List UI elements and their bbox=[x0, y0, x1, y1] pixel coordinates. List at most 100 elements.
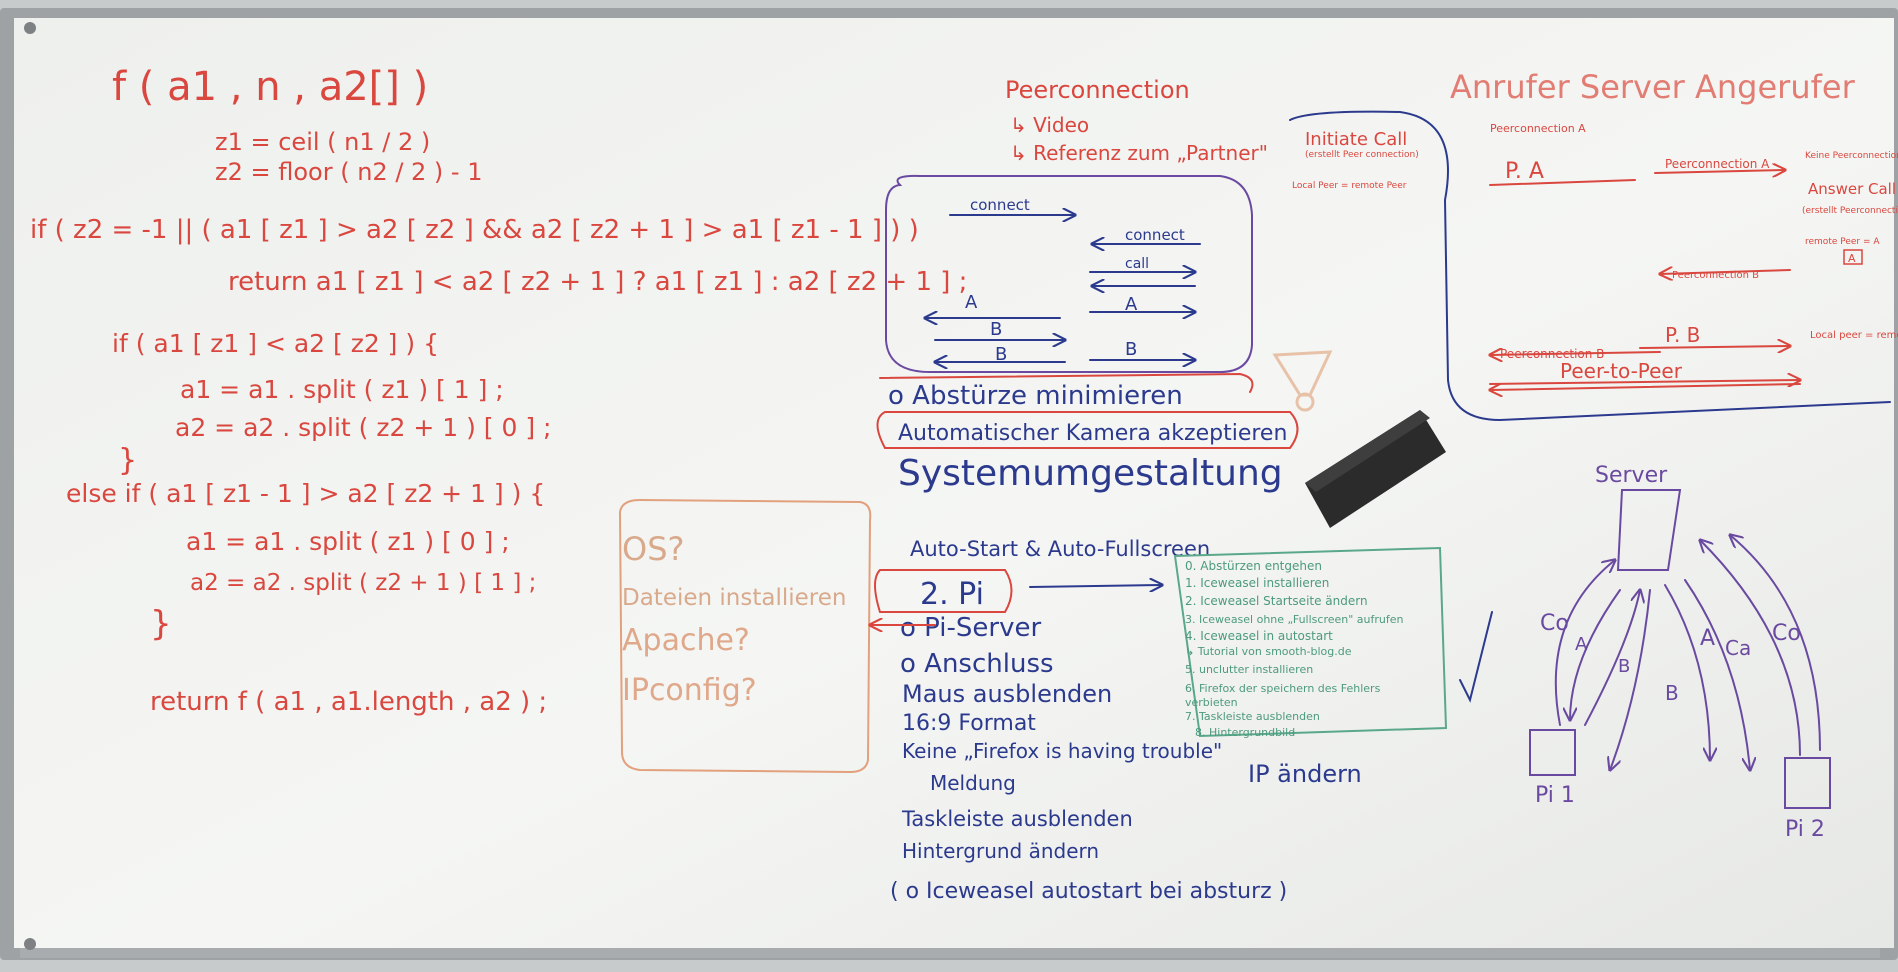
pi1-label: Pi 1 bbox=[1535, 783, 1575, 808]
signaling-pb: P. B bbox=[1665, 323, 1700, 347]
formula-split2: a2 = a2 . split ( z2 + 1 ) [ 0 ] ; bbox=[175, 413, 551, 442]
green-item-3: 3. Iceweasel ohne „Fullscreen" aufrufen bbox=[1185, 613, 1404, 626]
frame-corner-top-left bbox=[24, 22, 36, 34]
server-icon bbox=[1616, 489, 1682, 571]
todo-item-10: Meldung bbox=[930, 771, 1016, 795]
signaling-answer: Answer Call bbox=[1808, 180, 1896, 198]
todo-item-5: o Pi-Server bbox=[900, 613, 1041, 643]
server-co-left: Co bbox=[1540, 611, 1569, 636]
formula-z2: z2 = floor ( n2 / 2 ) - 1 bbox=[215, 158, 482, 186]
green-item-0: 0. Abstürzen entgehen bbox=[1185, 559, 1322, 573]
green-box-outline bbox=[1173, 546, 1448, 738]
formula-close1: } bbox=[118, 443, 137, 478]
os-item-2: Apache? bbox=[622, 623, 750, 658]
server-co-right: Co bbox=[1772, 621, 1801, 646]
formula-if-line: if ( z2 = -1 || ( a1 [ z1 ] > a2 [ z2 ] … bbox=[30, 215, 919, 245]
peerconnection-block: Peerconnection ↳ Video ↳ Referenz zum „P… bbox=[885, 76, 1268, 373]
todo-item-0: o Abstürze minimieren bbox=[888, 381, 1183, 411]
formula-split1: a1 = a1 . split ( z1 ) [ 1 ] ; bbox=[180, 375, 504, 404]
server-diagram: Server Pi 1 Pi 2 Co Co Ca A A B B bbox=[1529, 463, 1831, 842]
os-item-3: IPconfig? bbox=[622, 673, 757, 708]
signaling-initiate-sub: (erstellt Peer connection) bbox=[1305, 150, 1419, 160]
signaling-a-box-label: A bbox=[1848, 252, 1856, 265]
green-checklist: 0. Abstürzen entgehen 1. Iceweasel insta… bbox=[1173, 546, 1493, 788]
server-label: Server bbox=[1595, 463, 1668, 488]
todo-item-2: Systemumgestaltung bbox=[898, 453, 1283, 494]
signaling-pa: P. A bbox=[1505, 159, 1544, 184]
todo-highlight-oval bbox=[876, 411, 1299, 449]
todo-item-8: 16:9 Format bbox=[902, 711, 1036, 736]
todo-underline-1 bbox=[879, 372, 1254, 393]
pi2-icon bbox=[1784, 757, 1831, 809]
todo-item-1: Automatischer Kamera akzeptieren bbox=[898, 421, 1287, 446]
peer-sub1: ↳ Video bbox=[1010, 113, 1089, 137]
green-item-4: 4. Iceweasel in autostart bbox=[1185, 629, 1333, 643]
signaling-p2p: Peer-to-Peer bbox=[1560, 359, 1683, 383]
signaling-pc-a: Peerconnection A bbox=[1490, 122, 1586, 135]
green-item-2: 2. Iceweasel Startseite ändern bbox=[1185, 594, 1368, 608]
signaling-local: Local Peer = remote Peer bbox=[1292, 181, 1407, 191]
formula-if2: if ( a1 [ z1 ] < a2 [ z2 ] ) { bbox=[112, 329, 439, 358]
signaling-local2: Local peer = remote peer bbox=[1810, 330, 1898, 341]
server-ca: Ca bbox=[1725, 636, 1751, 660]
peer-connect2: connect bbox=[1125, 226, 1185, 244]
peer-b2: B bbox=[995, 344, 1007, 365]
server-a-left: A bbox=[1575, 634, 1588, 655]
green-item-8: verbieten bbox=[1185, 696, 1238, 709]
signaling-keine: Keine Peerconnection bbox=[1805, 151, 1898, 161]
signaling-remote: remote Peer = A bbox=[1805, 237, 1880, 247]
formula-split4: a2 = a2 . split ( z2 + 1 ) [ 1 ] ; bbox=[190, 570, 536, 596]
todo-item-4: 2. Pi bbox=[920, 577, 984, 612]
marker-tray bbox=[20, 948, 1880, 958]
signaling-a-box bbox=[1843, 249, 1863, 265]
os-box: OS? Dateien installieren Apache? IPconfi… bbox=[618, 498, 872, 774]
todo-item-9: Keine „Firefox is having trouble" bbox=[902, 739, 1222, 763]
peer-a2: A bbox=[1125, 294, 1138, 315]
eraser bbox=[1305, 410, 1446, 528]
green-item-6: 5. unclutter installieren bbox=[1185, 663, 1313, 676]
todo-pi-oval bbox=[874, 569, 1013, 613]
green-item-5: ↳ Tutorial von smooth-blog.de bbox=[1185, 645, 1352, 658]
os-item-1: Dateien installieren bbox=[622, 585, 846, 611]
green-item-10: 8. Hintergrundbild bbox=[1195, 726, 1295, 739]
lightbulb-icon bbox=[1272, 350, 1333, 412]
formula-block: f ( a1 , n , a2[] ) z1 = ceil ( n1 / 2 )… bbox=[30, 64, 967, 717]
todo-item-7: Maus ausblenden bbox=[902, 680, 1112, 708]
formula-split3: a1 = a1 . split ( z1 ) [ 0 ] ; bbox=[186, 527, 510, 556]
signaling-pc-a2: Peerconnection A bbox=[1665, 157, 1770, 171]
peer-connect1: connect bbox=[970, 196, 1030, 214]
todo-item-11: Taskleiste ausblenden bbox=[901, 807, 1133, 831]
peer-b3: B bbox=[1125, 339, 1137, 360]
server-b-right: B bbox=[1665, 681, 1679, 705]
signaling-diagram: Anrufer Server Angerufer Initiate Call (… bbox=[1289, 68, 1898, 422]
whiteboard-surface bbox=[14, 18, 1894, 948]
frame-corner-bottom-left bbox=[24, 938, 36, 950]
formula-else-if: else if ( a1 [ z1 - 1 ] > a2 [ z2 + 1 ] … bbox=[66, 479, 545, 508]
pi2-label: Pi 2 bbox=[1785, 817, 1825, 842]
peer-sub2: ↳ Referenz zum „Partner" bbox=[1010, 141, 1268, 165]
todo-item-6: o Anschluss bbox=[900, 649, 1054, 679]
todo-item-12: Hintergrund ändern bbox=[902, 839, 1099, 863]
signaling-header: Anrufer Server Angerufer bbox=[1450, 68, 1856, 106]
todo-list: o Abstürze minimieren Automatischer Kame… bbox=[870, 372, 1299, 904]
server-a-right: A bbox=[1700, 626, 1715, 651]
server-b-left: B bbox=[1618, 656, 1630, 677]
os-item-0: OS? bbox=[622, 530, 684, 568]
os-box-outline bbox=[618, 498, 872, 774]
formula-return-final: return f ( a1 , a1.length , a2 ) ; bbox=[150, 687, 547, 717]
signaling-outline bbox=[1289, 110, 1891, 422]
formula-signature: f ( a1 , n , a2[] ) bbox=[112, 64, 428, 110]
signaling-pc-b: Peerconnection B bbox=[1672, 270, 1759, 281]
formula-z1: z1 = ceil ( n1 / 2 ) bbox=[215, 128, 430, 156]
peer-title: Peerconnection bbox=[1005, 76, 1190, 104]
peer-box-outline bbox=[885, 174, 1253, 373]
signaling-answer-sub: (erstellt Peerconnection) bbox=[1802, 206, 1898, 216]
formula-close2: } bbox=[150, 604, 172, 644]
green-ip: IP ändern bbox=[1248, 760, 1362, 788]
green-item-7: 6. Firefox der speichern des Fehlers bbox=[1185, 682, 1381, 695]
peer-call: call bbox=[1125, 256, 1149, 272]
green-item-9: 7. Taskleiste ausblenden bbox=[1185, 710, 1320, 723]
peer-a1: A bbox=[965, 292, 978, 313]
todo-item-3: Auto-Start & Auto-Fullscreen bbox=[910, 537, 1210, 561]
